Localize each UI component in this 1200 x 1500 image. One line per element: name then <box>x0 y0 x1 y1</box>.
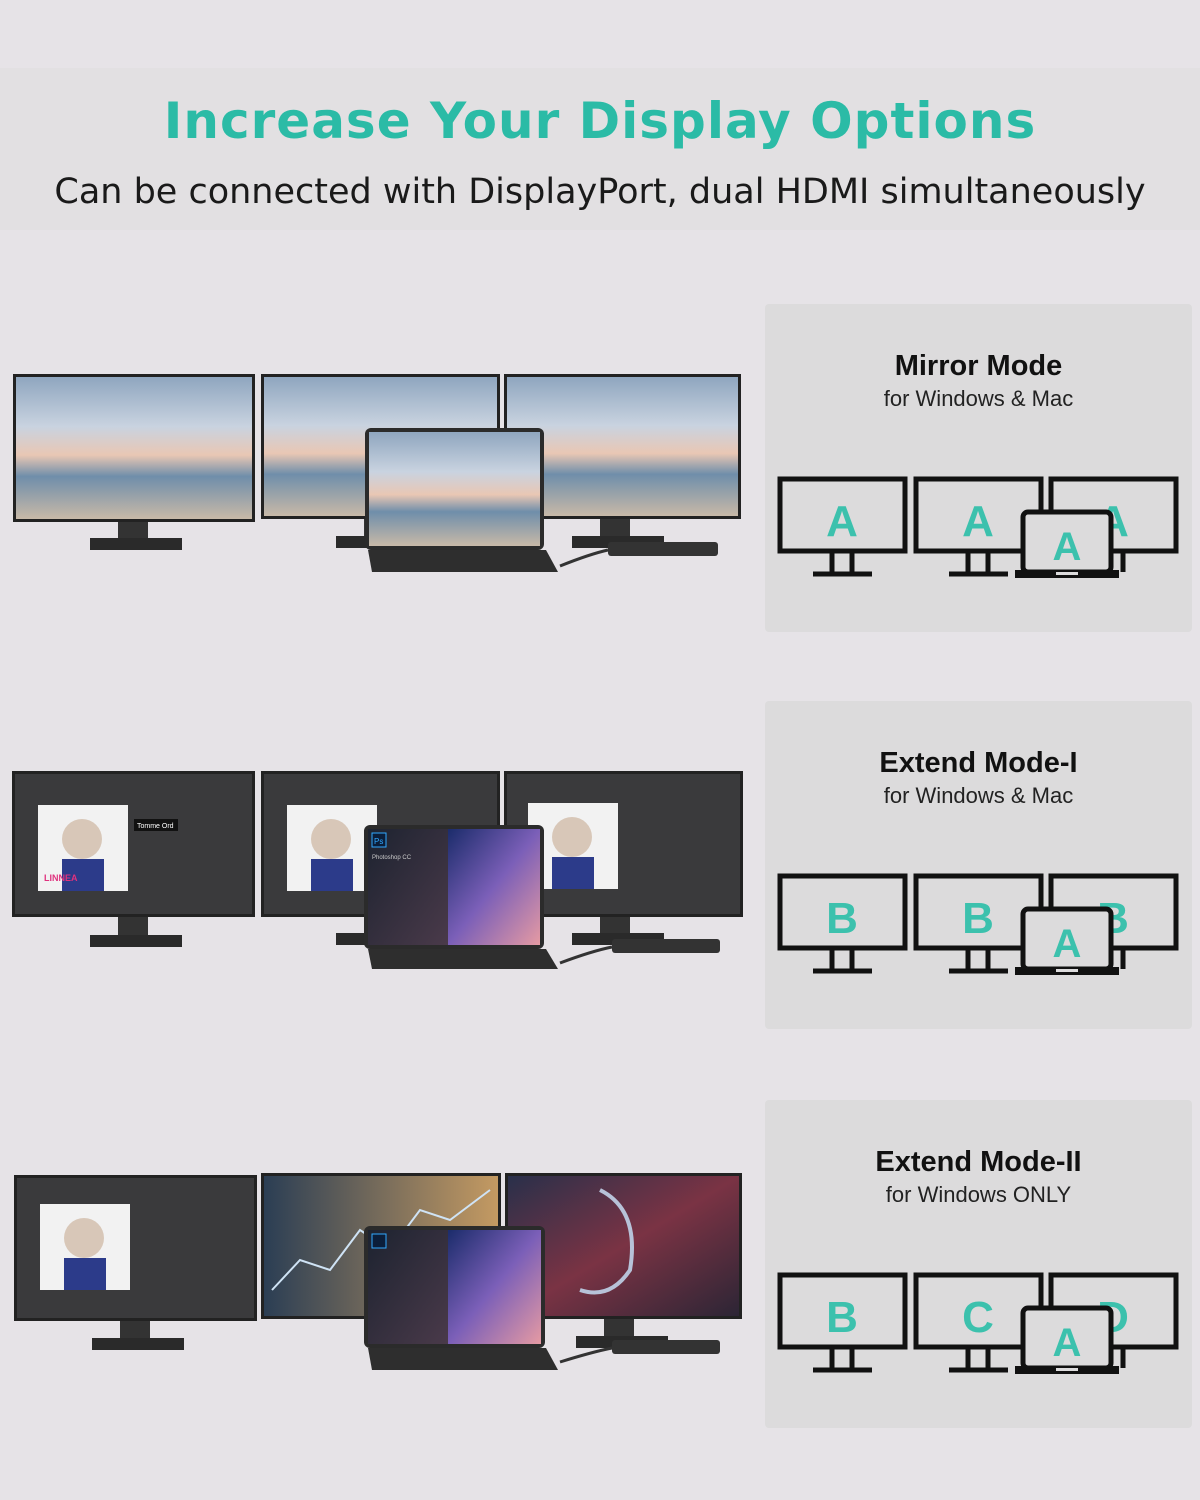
mode-row-extend-1: Tomme Ord LINNEA P <box>0 701 1200 1031</box>
diagram-letter: B <box>826 894 858 943</box>
docking-station <box>559 542 718 568</box>
diagram-letter: B <box>962 894 994 943</box>
app-icon: Ps <box>374 837 383 846</box>
mode-subtitle: for Windows & Mac <box>883 386 1074 411</box>
mode-title: Mirror Mode <box>894 350 1063 382</box>
mode-row-extend-2: Extend Mode-II for Windows ONLY B C D A <box>0 1100 1200 1430</box>
mirror-setup-photo <box>13 374 741 572</box>
laptop <box>365 428 558 572</box>
screen-brand: LINNEA <box>44 873 78 883</box>
laptop-outline-icon <box>1015 906 1119 975</box>
monitor-left: Tomme Ord LINNEA <box>12 771 255 947</box>
mode-subtitle: for Windows ONLY <box>885 1182 1072 1207</box>
mirror-mode-diagram: A A A A <box>777 476 1179 578</box>
monitor-left <box>14 1175 257 1350</box>
extend-1-diagram: B B B A <box>777 873 1179 975</box>
diagram-letter: A <box>826 497 858 546</box>
mode-row-mirror: Mirror Mode for Windows & Mac A A A A <box>0 304 1200 634</box>
diagram-letter: B <box>826 1293 858 1342</box>
extend-1-setup-photo: Tomme Ord LINNEA P <box>12 771 743 969</box>
screen-text: Tomme Ord <box>137 823 174 830</box>
diagram-letter: A <box>962 497 994 546</box>
laptop: Ps Photoshop CC <box>364 825 558 969</box>
laptop-outline-icon <box>1015 509 1119 578</box>
app-name: Photoshop CC <box>372 855 412 861</box>
mode-card-mirror: Mirror Mode for Windows & Mac A A A A <box>765 304 1192 632</box>
laptop <box>364 1226 558 1370</box>
monitor-right <box>505 1173 742 1348</box>
diagram-letter: A <box>1053 1321 1082 1365</box>
monitor-left <box>13 374 255 550</box>
page-title: Increase Your Display Options <box>163 92 1037 150</box>
laptop-outline-icon <box>1015 1305 1119 1374</box>
diagram-letter: A <box>1053 525 1082 569</box>
mode-card-extend-2: Extend Mode-II for Windows ONLY B C D A <box>765 1100 1192 1428</box>
docking-station <box>559 939 720 965</box>
mode-title: Extend Mode-II <box>875 1146 1082 1178</box>
header-band <box>0 68 1200 230</box>
docking-station <box>559 1340 720 1364</box>
mode-card-extend-1: Extend Mode-I for Windows & Mac B B B A <box>765 701 1192 1029</box>
diagram-letter: A <box>1053 922 1082 966</box>
mode-title: Extend Mode-I <box>879 747 1078 779</box>
extend-2-diagram: B C D A <box>777 1272 1179 1374</box>
diagram-letter: C <box>962 1293 994 1342</box>
mode-subtitle: for Windows & Mac <box>883 783 1074 808</box>
extend-2-setup-photo <box>14 1173 742 1370</box>
page-subtitle: Can be connected with DisplayPort, dual … <box>54 172 1146 212</box>
